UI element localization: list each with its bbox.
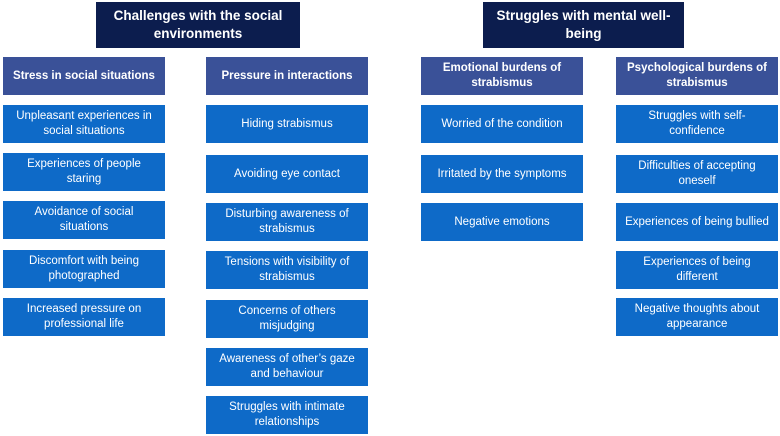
item-pressure-professional: Increased pressure on professional life — [3, 298, 165, 336]
item-intimate-relationships: Struggles with intimate relationships — [206, 396, 368, 434]
item-concerns-misjudging: Concerns of others misjudging — [206, 300, 368, 338]
item-self-confidence: Struggles with self-confidence — [616, 105, 778, 143]
item-negative-thoughts-appearance: Negative thoughts about appearance — [616, 298, 778, 336]
item-hiding-strabismus: Hiding strabismus — [206, 105, 368, 143]
item-discomfort-photographed: Discomfort with being photographed — [3, 250, 165, 288]
theme-header-social: Challenges with the social environments — [96, 2, 300, 48]
item-avoiding-eye-contact: Avoiding eye contact — [206, 155, 368, 193]
item-people-staring: Experiences of people staring — [3, 153, 165, 191]
item-avoidance-social: Avoidance of social situations — [3, 201, 165, 239]
item-irritated-symptoms: Irritated by the symptoms — [421, 155, 583, 193]
subtheme-header-psychological: Psychological burdens of strabismus — [616, 57, 778, 95]
subtheme-header-emotional: Emotional burdens of strabismus — [421, 57, 583, 95]
item-awareness-gaze: Awareness of other’s gaze and behaviour — [206, 348, 368, 386]
item-unpleasant-experiences: Unpleasant experiences in social situati… — [3, 105, 165, 143]
subtheme-header-stress: Stress in social situations — [3, 57, 165, 95]
item-disturbing-awareness: Disturbing awareness of strabismus — [206, 203, 368, 241]
item-worried-condition: Worried of the condition — [421, 105, 583, 143]
item-negative-emotions: Negative emotions — [421, 203, 583, 241]
theme-header-mental: Struggles with mental well-being — [483, 2, 684, 48]
item-accepting-oneself: Difficulties of accepting oneself — [616, 155, 778, 193]
item-being-different: Experiences of being different — [616, 251, 778, 289]
item-tensions-visibility: Tensions with visibility of strabismus — [206, 251, 368, 289]
item-being-bullied: Experiences of being bullied — [616, 203, 778, 241]
subtheme-header-pressure: Pressure in interactions — [206, 57, 368, 95]
